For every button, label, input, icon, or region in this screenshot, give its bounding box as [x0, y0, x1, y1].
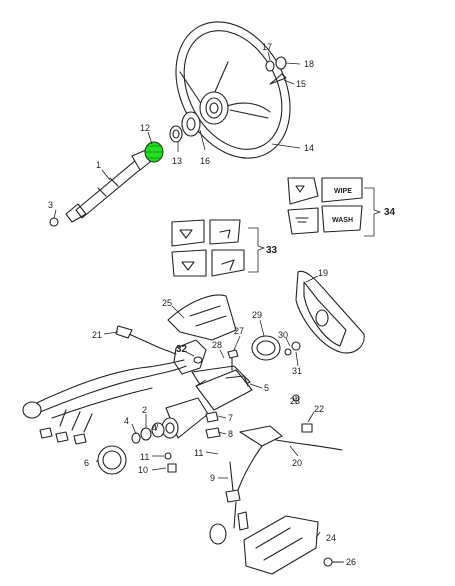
- washer-icon[interactable]: [49, 217, 59, 227]
- callout-33: 33: [266, 245, 278, 256]
- callout-11b: 11: [194, 448, 203, 458]
- callout-19: 19: [318, 268, 328, 278]
- lower-column-icon[interactable]: [161, 397, 209, 439]
- bushing-icon[interactable]: [144, 141, 164, 163]
- callout-7: 7: [228, 413, 233, 423]
- callout-16: 16: [200, 156, 210, 166]
- callout-13: 13: [172, 156, 182, 166]
- callout-8: 8: [228, 429, 233, 439]
- callout-9: 9: [210, 473, 215, 483]
- callout-17: 17: [262, 42, 272, 52]
- callout-10: 10: [138, 465, 148, 475]
- callout-27: 27: [234, 326, 244, 336]
- callout-1: 1: [96, 160, 101, 170]
- hub-nut-icon[interactable]: [181, 111, 201, 137]
- wiring-harness-icon[interactable]: [22, 359, 187, 445]
- callout-6: 6: [84, 458, 89, 468]
- gasket-ring-icon[interactable]: [251, 335, 281, 361]
- steering-shaft-icon[interactable]: [65, 149, 151, 223]
- callout-29: 29: [252, 310, 262, 320]
- callout-32: 32: [176, 344, 188, 355]
- upper-shroud-icon[interactable]: [167, 294, 237, 341]
- callout-34: 34: [384, 207, 396, 218]
- column-housing-icon[interactable]: [195, 369, 253, 411]
- callout-14: 14: [304, 143, 314, 153]
- leader-lines: [53, 51, 344, 563]
- horn-contact-icon[interactable]: [265, 56, 287, 85]
- callout-28: 28: [212, 340, 222, 350]
- screw-icon[interactable]: [193, 341, 301, 371]
- seal-icon[interactable]: [97, 445, 127, 475]
- callout-4b: 4: [152, 423, 157, 433]
- callout-30: 30: [278, 330, 288, 340]
- callout-18: 18: [304, 59, 314, 69]
- push-rod-icon[interactable]: [209, 461, 249, 545]
- light-switch-panel[interactable]: [171, 219, 266, 277]
- clip-icon[interactable]: [131, 422, 177, 473]
- turn-signal-lever-icon[interactable]: [237, 394, 343, 491]
- callout-26: 26: [346, 557, 356, 567]
- callout-15: 15: [296, 79, 306, 89]
- callout-25: 25: [162, 298, 172, 308]
- lower-cover-icon[interactable]: [243, 515, 319, 575]
- callout-11a: 11: [140, 452, 149, 462]
- side-cover-icon[interactable]: [295, 270, 365, 354]
- callout-labels: 1 3 12 13 16 14 17 18 15 34 33 19 25 21 …: [48, 42, 396, 567]
- hub-washer-icon[interactable]: [169, 125, 183, 143]
- callout-5: 5: [264, 383, 269, 393]
- callout-2: 2: [142, 405, 147, 415]
- wash-label: WASH: [332, 217, 353, 224]
- wipe-label: WIPE: [334, 188, 352, 195]
- callout-23: 23: [290, 396, 300, 406]
- callout-21: 21: [92, 330, 102, 340]
- callout-4a: 4: [124, 416, 129, 426]
- callout-22: 22: [314, 404, 324, 414]
- callout-24: 24: [326, 533, 336, 543]
- callout-20: 20: [292, 458, 302, 468]
- bracket-icon[interactable]: [205, 411, 221, 439]
- steering-wheel-icon[interactable]: [153, 2, 312, 178]
- callout-12: 12: [140, 123, 150, 133]
- wiper-switch-panel[interactable]: WIPE WASH: [287, 177, 382, 237]
- callout-31: 31: [292, 366, 302, 376]
- callout-3: 3: [48, 200, 53, 210]
